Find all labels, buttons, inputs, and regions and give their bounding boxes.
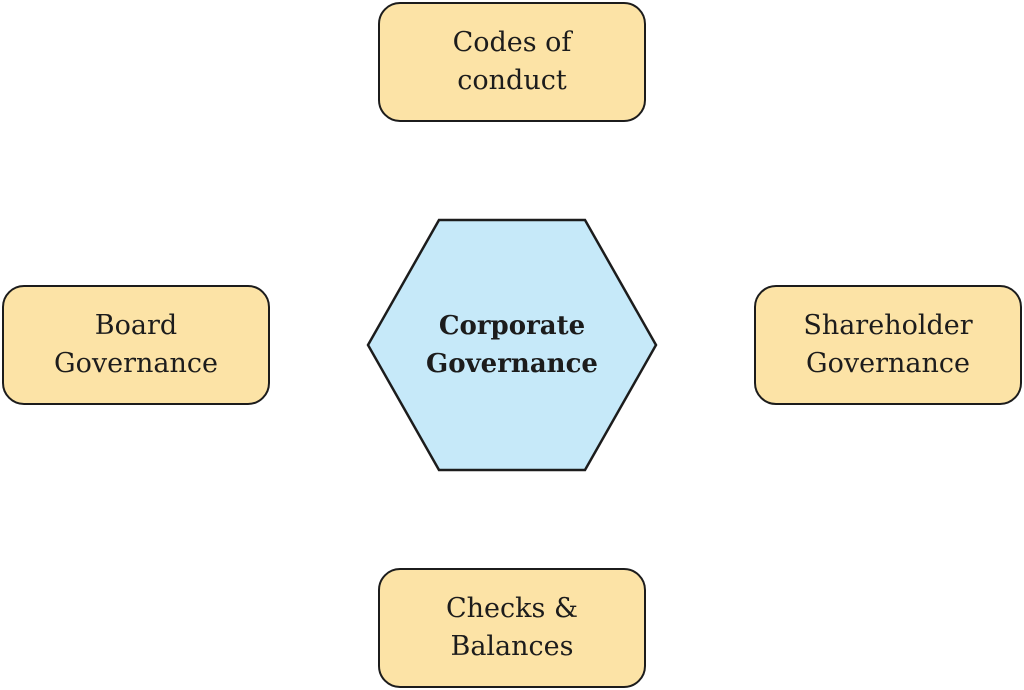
- board-governance-label-line2: Governance: [54, 348, 218, 379]
- checks-and-balances-label-line2: Balances: [450, 631, 574, 662]
- board-governance-box: Board Governance: [2, 285, 270, 405]
- codes-of-conduct-label-line2: conduct: [457, 65, 567, 96]
- corporate-governance-label: Corporate Governance: [366, 218, 658, 472]
- corporate-governance-hexagon: Corporate Governance: [366, 218, 658, 472]
- corporate-governance-label-line1: Corporate: [438, 311, 586, 341]
- corporate-governance-label-line2: Governance: [426, 349, 598, 379]
- shareholder-governance-label-line2: Governance: [806, 348, 970, 379]
- shareholder-governance-label-line1: Shareholder: [803, 310, 973, 341]
- checks-and-balances-label-line1: Checks &: [446, 593, 578, 624]
- codes-of-conduct-label-line1: Codes of: [452, 27, 572, 58]
- board-governance-label-line1: Board: [94, 310, 178, 341]
- codes-of-conduct-box: Codes of conduct: [378, 2, 646, 122]
- checks-and-balances-box: Checks & Balances: [378, 568, 646, 688]
- shareholder-governance-box: Shareholder Governance: [754, 285, 1022, 405]
- hexagon-shape: [366, 218, 658, 472]
